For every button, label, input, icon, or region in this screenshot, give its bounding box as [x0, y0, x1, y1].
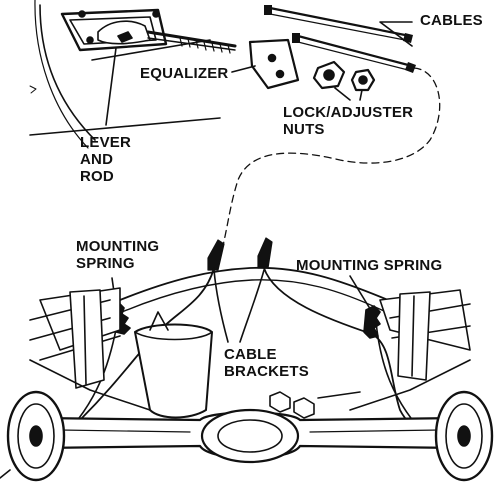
brackets-line-2: BRACKETS [224, 363, 309, 380]
equalizer-label-text: EQUALIZER [140, 65, 229, 82]
mount-left-line-2: SPRING [76, 255, 135, 272]
mount-right-text: MOUNTING SPRING [296, 257, 443, 274]
brackets-line-1: CABLE [224, 346, 277, 363]
lever-line-3: ROD [80, 168, 114, 185]
rear-axle-assembly [0, 237, 494, 482]
label-lever-and-rod: LEVER AND ROD [80, 134, 131, 185]
lever-line-1: LEVER [80, 134, 132, 151]
label-cable-brackets: CABLE BRACKETS [224, 346, 309, 380]
lever-line-2: AND [80, 151, 114, 168]
mount-left-line-1: MOUNTING [76, 238, 160, 255]
cables-label-text: CABLES [420, 12, 483, 29]
label-equalizer: EQUALIZER [140, 65, 228, 82]
lever-assembly [29, 0, 237, 149]
lock-adjuster-line-2: NUTS [283, 121, 325, 138]
cables-equalizer-assembly [221, 5, 441, 251]
label-cables: CABLES [420, 12, 483, 29]
label-lock-adjuster-nuts: LOCK/ADJUSTER NUTS [283, 104, 413, 138]
label-mounting-spring-left: MOUNTING SPRING [76, 238, 159, 272]
label-mounting-spring-right: MOUNTING SPRING [296, 257, 442, 274]
lock-adjuster-line-1: LOCK/ADJUSTER [283, 104, 414, 121]
